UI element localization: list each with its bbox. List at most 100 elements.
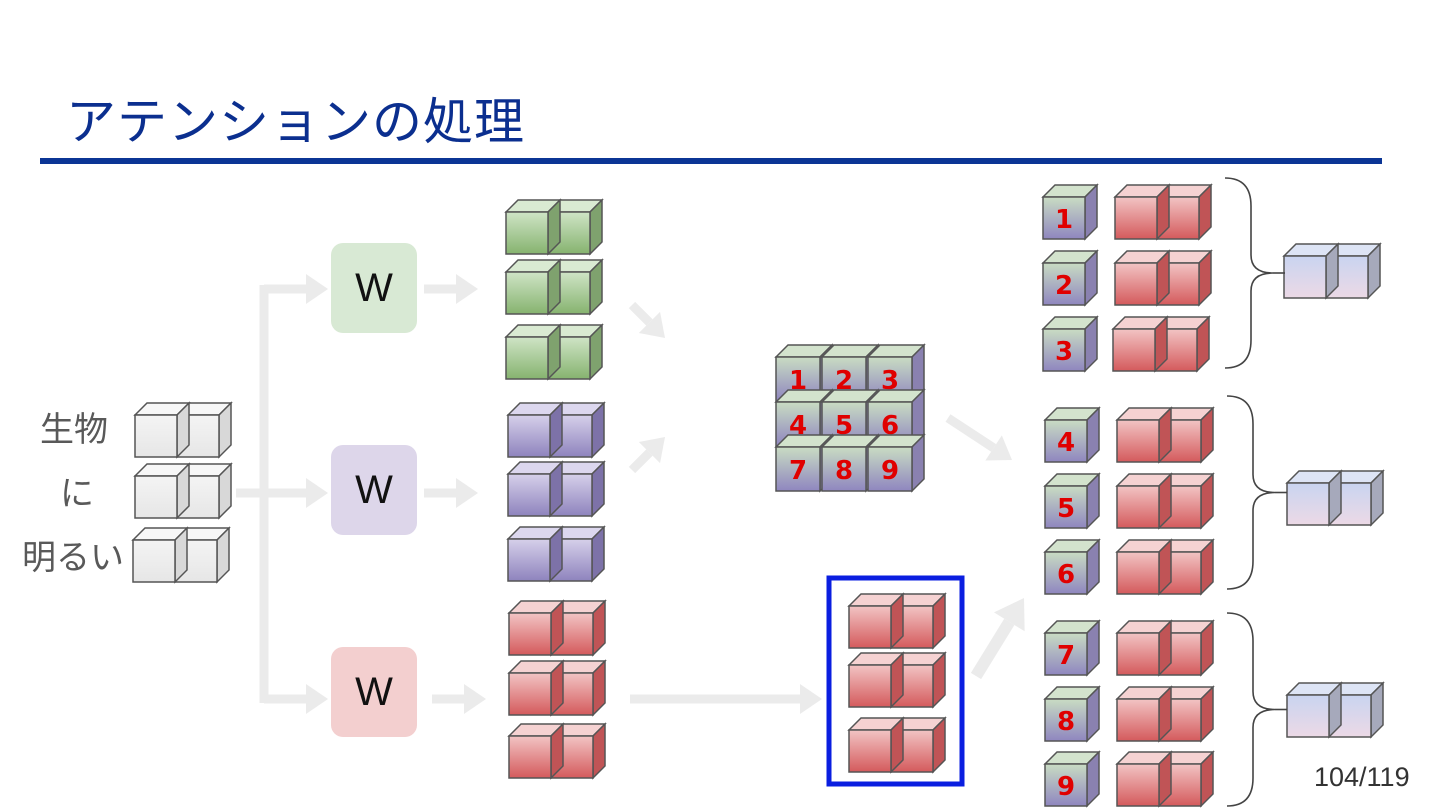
query-vector-3 [504,323,604,381]
arrow-box-to-weights [970,598,1025,680]
highlight-value-3-a [847,716,905,774]
highlight-value-1-a [847,592,905,650]
grid-number: 2 [1055,271,1073,301]
output-vector-3 [1285,681,1385,739]
value-vector-3-a [507,722,565,780]
arrow-query-to-scores [628,301,665,338]
weight-cube-9: 9 [1043,750,1101,808]
weight-cube-7: 7 [1043,619,1101,677]
weight-box-query: W [331,243,417,333]
grid-number: 9 [1057,772,1075,802]
grid-number: 4 [1057,428,1075,458]
score-cell-9: 9 [866,433,926,493]
key-vector-1 [506,401,606,459]
output-vector-3-a [1285,681,1343,739]
weight-cube-6: 6 [1043,538,1101,596]
grid-number: 5 [835,411,853,441]
key-vector-1-a [506,401,564,459]
weight-label-query: W [355,265,393,310]
grid-number: 8 [835,456,853,486]
arrow-key-to-scores [628,437,665,474]
key-vector-3 [506,525,606,583]
sum-braces [1224,177,1287,807]
key-vector-2-a [506,460,564,518]
input-word-3: 明るい [22,538,124,578]
output-vector-1 [1282,242,1382,300]
input-vector-3-a [131,526,189,584]
weight-cube-8: 8 [1043,685,1101,743]
query-vector-3-a [504,323,562,381]
grid-number: 3 [881,366,899,396]
input-word-2: に [60,474,94,514]
flow-arrows [236,274,1025,714]
weighted-value-9-a [1115,750,1173,808]
value-vector-2-a [507,659,565,717]
weighted-value-5 [1115,472,1215,530]
arrow-w-value-out [432,684,486,714]
value-vector-3 [507,722,607,780]
brace-2 [1226,395,1276,590]
value-vector-1-a [507,599,565,657]
output-vector-1-a [1282,242,1340,300]
arrow-to-w-key [264,478,328,508]
weight-box-key: W [331,445,417,535]
weighted-value-9 [1115,750,1215,808]
weighted-value-5-a [1115,472,1173,530]
query-vector-1-a [504,198,562,256]
highlight-value-3 [847,716,947,774]
weight-label-value: W [355,669,393,714]
weighted-value-6 [1115,538,1215,596]
output-vector-2 [1285,469,1385,527]
title-underline [40,158,1382,164]
page-number: 104/119 [1314,762,1410,792]
grid-number: 1 [789,366,807,396]
value-highlight-box [826,575,965,787]
weight-cube-3: 3 [1041,315,1099,373]
grid-number: 1 [1055,205,1073,235]
highlight-value-1 [847,592,947,650]
value-vector-1 [507,599,607,657]
grid-number: 4 [789,411,807,441]
weight-box-value: W [331,647,417,737]
output-vector-2-a [1285,469,1343,527]
weight-cube-2: 2 [1041,249,1099,307]
key-vector-2 [506,460,606,518]
grid-number: 2 [835,366,853,396]
weight-label-key: W [355,467,393,512]
query-vector-2-a [504,258,562,316]
grid-number: 6 [1057,560,1075,590]
grid-number: 9 [881,456,899,486]
page-title: アテンションの処理 [66,93,525,151]
weighted-value-4 [1115,406,1215,464]
input-vector-1-a [133,401,191,459]
grid-number: 3 [1055,337,1073,367]
input-vector-3 [131,526,231,584]
highlight-value-2 [847,651,947,709]
arrow-w-query-out [424,274,478,304]
weight-cube-4: 4 [1043,406,1101,464]
weighted-value-3-a [1111,315,1169,373]
grid-number: 7 [1057,641,1075,671]
grid-number: 7 [789,456,807,486]
weight-cube-5: 5 [1043,472,1101,530]
weighted-value-8-a [1115,685,1173,743]
weighted-value-2 [1113,249,1213,307]
weighted-value-7 [1115,619,1215,677]
weighted-value-1 [1113,183,1213,241]
arrow-to-w-query [264,274,328,304]
brace-1 [1224,177,1274,369]
weighted-value-4-a [1115,406,1173,464]
value-vector-2 [507,659,607,717]
input-vector-1 [133,401,233,459]
weighted-value-7-a [1115,619,1173,677]
brace-3 [1226,612,1276,807]
weighted-value-3 [1111,315,1211,373]
arrow-w-key-out [424,478,478,508]
grid-number: 8 [1057,707,1075,737]
weighted-value-8 [1115,685,1215,743]
highlight-value-2-a [847,651,905,709]
grid-number: 5 [1057,494,1075,524]
input-vector-2-a [133,462,191,520]
weighted-value-6-a [1115,538,1173,596]
